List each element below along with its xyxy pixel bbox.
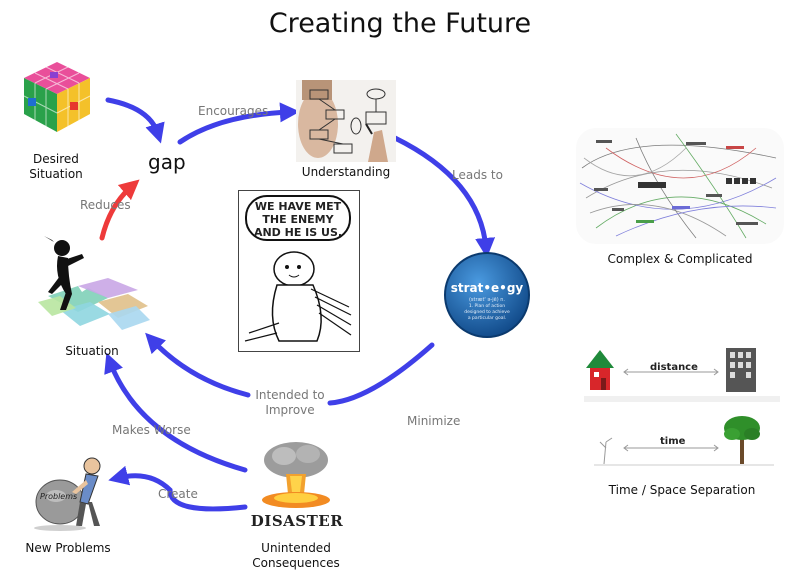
distance-text: distance — [650, 362, 698, 373]
arrow-strategy-to-situation — [152, 340, 435, 406]
strategy-pronunciation: (stræt' ə-jē) n. — [469, 297, 505, 303]
understanding-label: Understanding — [301, 165, 391, 179]
edge-label-reduces: Reduces — [80, 198, 131, 212]
edge-label-create: Create — [158, 487, 198, 501]
edge-label-encourages: Encourages — [198, 104, 269, 118]
edge-label-makes-worse: Makes Worse — [112, 423, 191, 437]
problems-rock-text: Problems — [40, 492, 78, 501]
mushroom-cloud-image — [262, 442, 330, 508]
pogo-comic-image: WE HAVE MET THE ENEMY AND HE IS US. — [238, 190, 360, 352]
situation-label: Situation — [65, 344, 119, 358]
edge-label-intended-to-improve: Intended to Improve — [255, 388, 325, 417]
colorful-cube-image — [23, 62, 91, 132]
new-problems-image — [34, 457, 101, 531]
new-problems-label: New Problems — [25, 541, 111, 555]
edge-label-leads-to: Leads to — [452, 168, 503, 182]
arrow-understanding-to-strategy — [392, 135, 496, 258]
time-space-image — [584, 338, 780, 472]
edge-label-minimize: Minimize — [407, 414, 461, 428]
puzzle-silhouette-image — [38, 236, 150, 330]
comic-speech-text: WE HAVE MET THE ENEMY AND HE IS US. — [253, 200, 343, 239]
strategy-definition: 1. Plan of action designed to achieve a … — [464, 304, 510, 321]
complex-complicated-label: Complex & Complicated — [607, 252, 753, 266]
strategy-word: strat•e•gy — [451, 281, 524, 295]
time-text: time — [660, 436, 686, 447]
complex-network-image — [576, 128, 784, 244]
arrow-desired-to-gap — [105, 97, 165, 144]
arrow-gap-to-understanding — [177, 102, 300, 145]
time-space-label: Time / Space Separation — [608, 483, 756, 497]
desired-situation-label: Desired Situation — [29, 152, 83, 181]
unintended-consequences-label: Unintended Consequences — [252, 541, 340, 570]
strategy-circle-image: strat•e•gy (stræt' ə-jē) n. — [444, 252, 530, 338]
arrow-consequences-to-situation — [104, 352, 248, 473]
disaster-text: DISASTER — [250, 512, 344, 530]
gap-label: gap — [148, 150, 186, 174]
page-title: Creating the Future — [268, 8, 532, 39]
arrow-situation-to-gap — [99, 179, 140, 241]
flowchart-drawing-image — [296, 80, 396, 162]
arrow-consequences-to-problems — [108, 465, 248, 512]
